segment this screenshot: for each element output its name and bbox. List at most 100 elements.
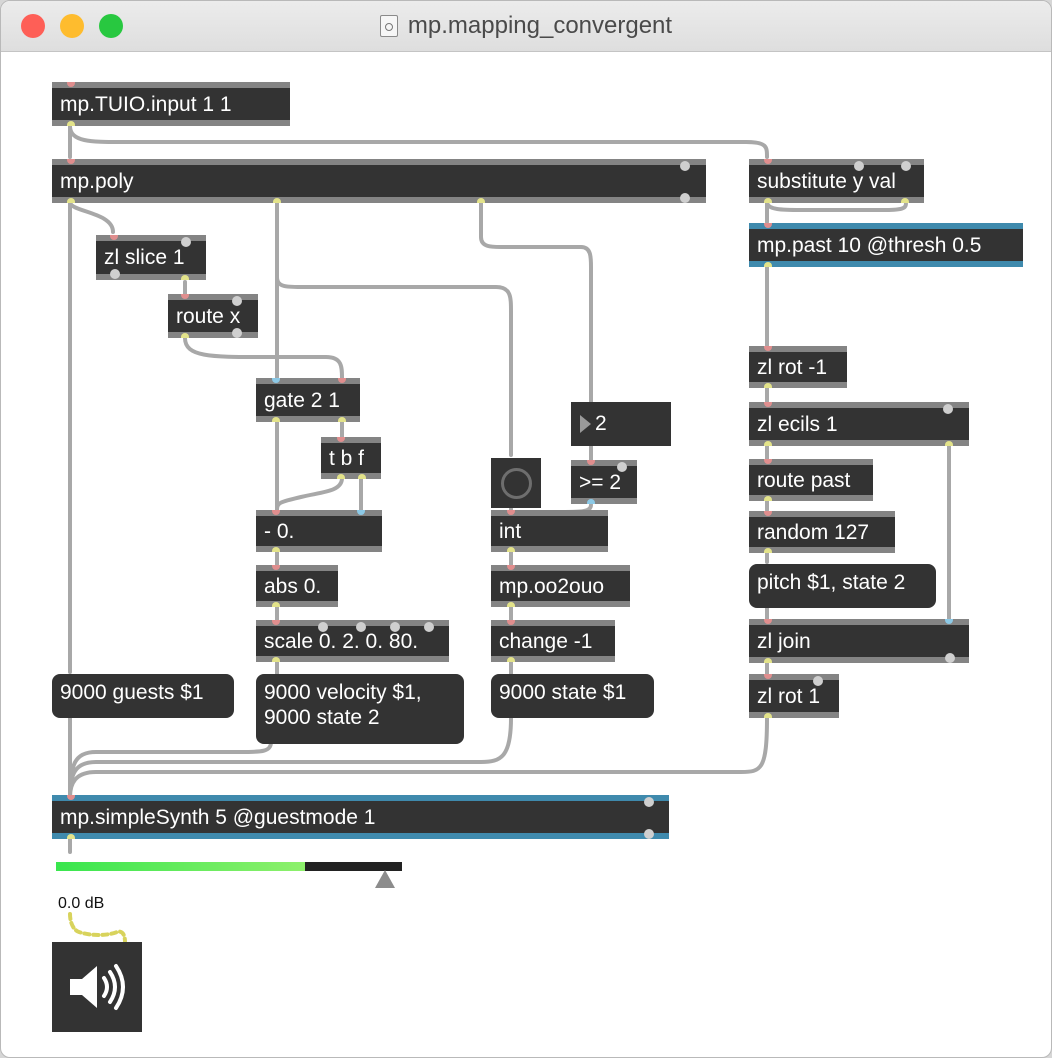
object-poly[interactable]: mp.poly: [52, 159, 706, 203]
object-substitute[interactable]: substitute y val: [749, 159, 924, 203]
outlet[interactable]: [945, 441, 953, 446]
inlet[interactable]: [338, 378, 346, 383]
outlet[interactable]: [587, 499, 595, 504]
outlet[interactable]: [764, 441, 772, 446]
zoom-button[interactable]: [99, 14, 123, 38]
inlet[interactable]: [272, 620, 280, 625]
object-zl-join[interactable]: zl join: [749, 619, 969, 663]
object-change[interactable]: change -1: [491, 620, 615, 662]
patcher-canvas[interactable]: mp.TUIO.input 1 1 mp.poly substitute y v…: [1, 52, 1051, 1057]
message-state[interactable]: 9000 state $1: [491, 674, 654, 718]
outlet[interactable]: [67, 198, 75, 203]
inlet[interactable]: [110, 235, 118, 240]
outlet[interactable]: [764, 713, 772, 718]
object-zl-rot-neg[interactable]: zl rot -1: [749, 346, 847, 388]
object-route-x[interactable]: route x: [168, 294, 258, 338]
title-wrap: mp.mapping_convergent: [1, 1, 1051, 51]
patch-cord: [68, 124, 769, 159]
minimize-button[interactable]: [60, 14, 84, 38]
outlet[interactable]: [67, 121, 75, 126]
inlet[interactable]: [507, 620, 515, 625]
outlet[interactable]: [764, 383, 772, 388]
outlet[interactable]: [272, 602, 280, 607]
inlet[interactable]: [764, 674, 772, 679]
object-zl-slice[interactable]: zl slice 1: [96, 235, 206, 280]
outlet[interactable]: [181, 333, 189, 338]
object-oo2ouo[interactable]: mp.oo2ouo: [491, 565, 630, 607]
outlet[interactable]: [764, 198, 772, 203]
outlet[interactable]: [338, 417, 346, 422]
inlet[interactable]: [507, 510, 515, 515]
inlet[interactable]: [67, 82, 75, 87]
outlet-dot: [945, 653, 955, 663]
message-velocity[interactable]: 9000 velocity $1, 9000 state 2: [256, 674, 464, 744]
title-bar[interactable]: mp.mapping_convergent: [1, 1, 1051, 52]
outlet[interactable]: [273, 198, 281, 203]
outlet[interactable]: [764, 658, 772, 663]
outlet[interactable]: [764, 496, 772, 501]
gain-slider[interactable]: [56, 862, 402, 871]
object-past[interactable]: mp.past 10 @thresh 0.5: [749, 223, 1023, 267]
outlet[interactable]: [764, 262, 772, 267]
object-tbf[interactable]: t b f: [321, 437, 381, 479]
object-abs[interactable]: abs 0.: [256, 565, 338, 607]
inlet[interactable]: [764, 159, 772, 164]
inlet[interactable]: [272, 565, 280, 570]
outlet[interactable]: [272, 547, 280, 552]
object-int[interactable]: int: [491, 510, 608, 552]
object-route-past[interactable]: route past: [749, 459, 873, 501]
outlet[interactable]: [507, 602, 515, 607]
outlet-dot: [232, 328, 242, 338]
patch-cord: [68, 200, 115, 234]
inlet[interactable]: [764, 346, 772, 351]
inlet[interactable]: [764, 223, 772, 228]
gain-slider-thumb[interactable]: [374, 870, 395, 888]
inlet[interactable]: [181, 294, 189, 299]
inlet[interactable]: [764, 511, 772, 516]
number-box[interactable]: 2: [571, 402, 671, 446]
inlet[interactable]: [337, 437, 345, 442]
object-scale[interactable]: scale 0. 2. 0. 80.: [256, 620, 449, 662]
inlet[interactable]: [945, 619, 953, 624]
object-label: zl slice 1: [104, 246, 185, 269]
inlet[interactable]: [272, 378, 280, 383]
object-random[interactable]: random 127: [749, 511, 895, 553]
inlet-dot: [901, 161, 911, 171]
outlet[interactable]: [901, 198, 909, 203]
object-ge[interactable]: >= 2: [571, 460, 637, 504]
inlet[interactable]: [67, 159, 75, 164]
object-tuio-input[interactable]: mp.TUIO.input 1 1: [52, 82, 290, 126]
object-zl-ecils[interactable]: zl ecils 1: [749, 402, 969, 446]
object-gate[interactable]: gate 2 1: [256, 378, 360, 422]
outlet[interactable]: [477, 198, 485, 203]
inlet[interactable]: [357, 510, 365, 515]
inlet[interactable]: [507, 565, 515, 570]
message-pitch[interactable]: pitch $1, state 2: [749, 564, 936, 608]
outlet[interactable]: [358, 474, 366, 479]
inlet[interactable]: [272, 510, 280, 515]
close-button[interactable]: [21, 14, 45, 38]
inlet[interactable]: [764, 402, 772, 407]
object-label: change -1: [499, 629, 593, 653]
inlet[interactable]: [764, 619, 772, 624]
inlet-dot: [680, 161, 690, 171]
outlet[interactable]: [181, 275, 189, 280]
outlet[interactable]: [272, 417, 280, 422]
outlet[interactable]: [764, 548, 772, 553]
outlet[interactable]: [272, 657, 280, 662]
bang-button[interactable]: [491, 458, 541, 508]
outlet[interactable]: [507, 547, 515, 552]
inlet[interactable]: [764, 459, 772, 464]
bang-button-icon: [501, 468, 532, 499]
outlet[interactable]: [67, 834, 75, 839]
inlet[interactable]: [587, 460, 595, 465]
object-minus[interactable]: - 0.: [256, 510, 382, 552]
inlet-dot: [854, 161, 864, 171]
message-guests[interactable]: 9000 guests $1: [52, 674, 234, 718]
ezdac-button[interactable]: [52, 942, 142, 1032]
object-simplesynth[interactable]: mp.simpleSynth 5 @guestmode 1: [52, 795, 669, 839]
inlet[interactable]: [67, 795, 75, 800]
outlet[interactable]: [337, 474, 345, 479]
outlet[interactable]: [507, 657, 515, 662]
object-zl-rot[interactable]: zl rot 1: [749, 674, 839, 718]
